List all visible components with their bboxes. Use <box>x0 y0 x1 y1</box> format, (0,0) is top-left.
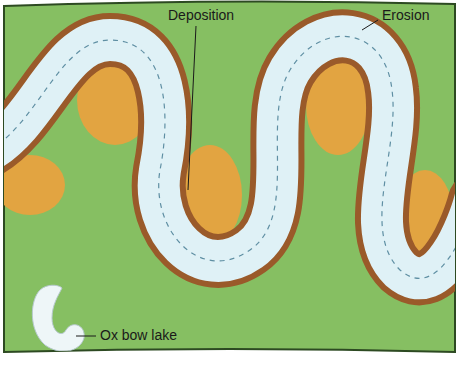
river-current <box>0 36 459 278</box>
ox-bow-lake <box>32 285 84 351</box>
erosion-bank <box>0 36 459 278</box>
river <box>0 36 459 278</box>
process-label: Erosion <box>382 8 429 23</box>
process-label: Deposition <box>168 8 234 23</box>
feature-label: Ox bow lake <box>100 328 177 343</box>
leader-lines <box>76 20 378 336</box>
